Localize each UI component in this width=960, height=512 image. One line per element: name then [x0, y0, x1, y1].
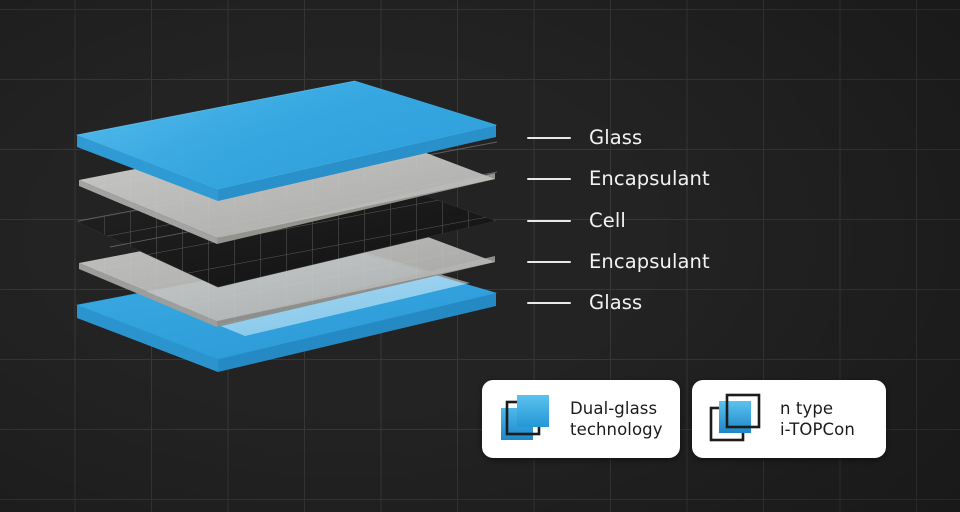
- leader-line-icon: [527, 137, 571, 139]
- callout-label: Glass: [589, 126, 643, 150]
- n-type-topcon-layers-icon: [709, 393, 761, 442]
- callout-label: Encapsulant: [589, 167, 710, 191]
- feature-badge-list: Dual-glass technology n type i-TOPCon: [482, 380, 886, 458]
- callout-label: Glass: [589, 291, 643, 315]
- callout-encapsulant-upper: Encapsulant: [527, 167, 710, 191]
- callout-label: Encapsulant: [589, 250, 710, 274]
- leader-line-icon: [527, 178, 571, 180]
- badge-label: n type i-TOPCon: [780, 398, 855, 439]
- badge-n-type-i-topcon[interactable]: n type i-TOPCon: [692, 380, 886, 458]
- callout-glass-bottom: Glass: [527, 291, 642, 315]
- leader-line-icon: [527, 302, 571, 304]
- dual-glass-layers-icon: [501, 395, 549, 440]
- badge-dual-glass-technology[interactable]: Dual-glass technology: [482, 380, 680, 458]
- callout-glass-top: Glass: [527, 126, 642, 150]
- callout-encapsulant-lower: Encapsulant: [527, 250, 710, 274]
- badge-label: Dual-glass technology: [570, 398, 663, 439]
- callout-label: Cell: [589, 209, 626, 233]
- leader-line-icon: [527, 261, 571, 263]
- leader-line-icon: [527, 220, 571, 222]
- callout-cell: Cell: [527, 209, 626, 233]
